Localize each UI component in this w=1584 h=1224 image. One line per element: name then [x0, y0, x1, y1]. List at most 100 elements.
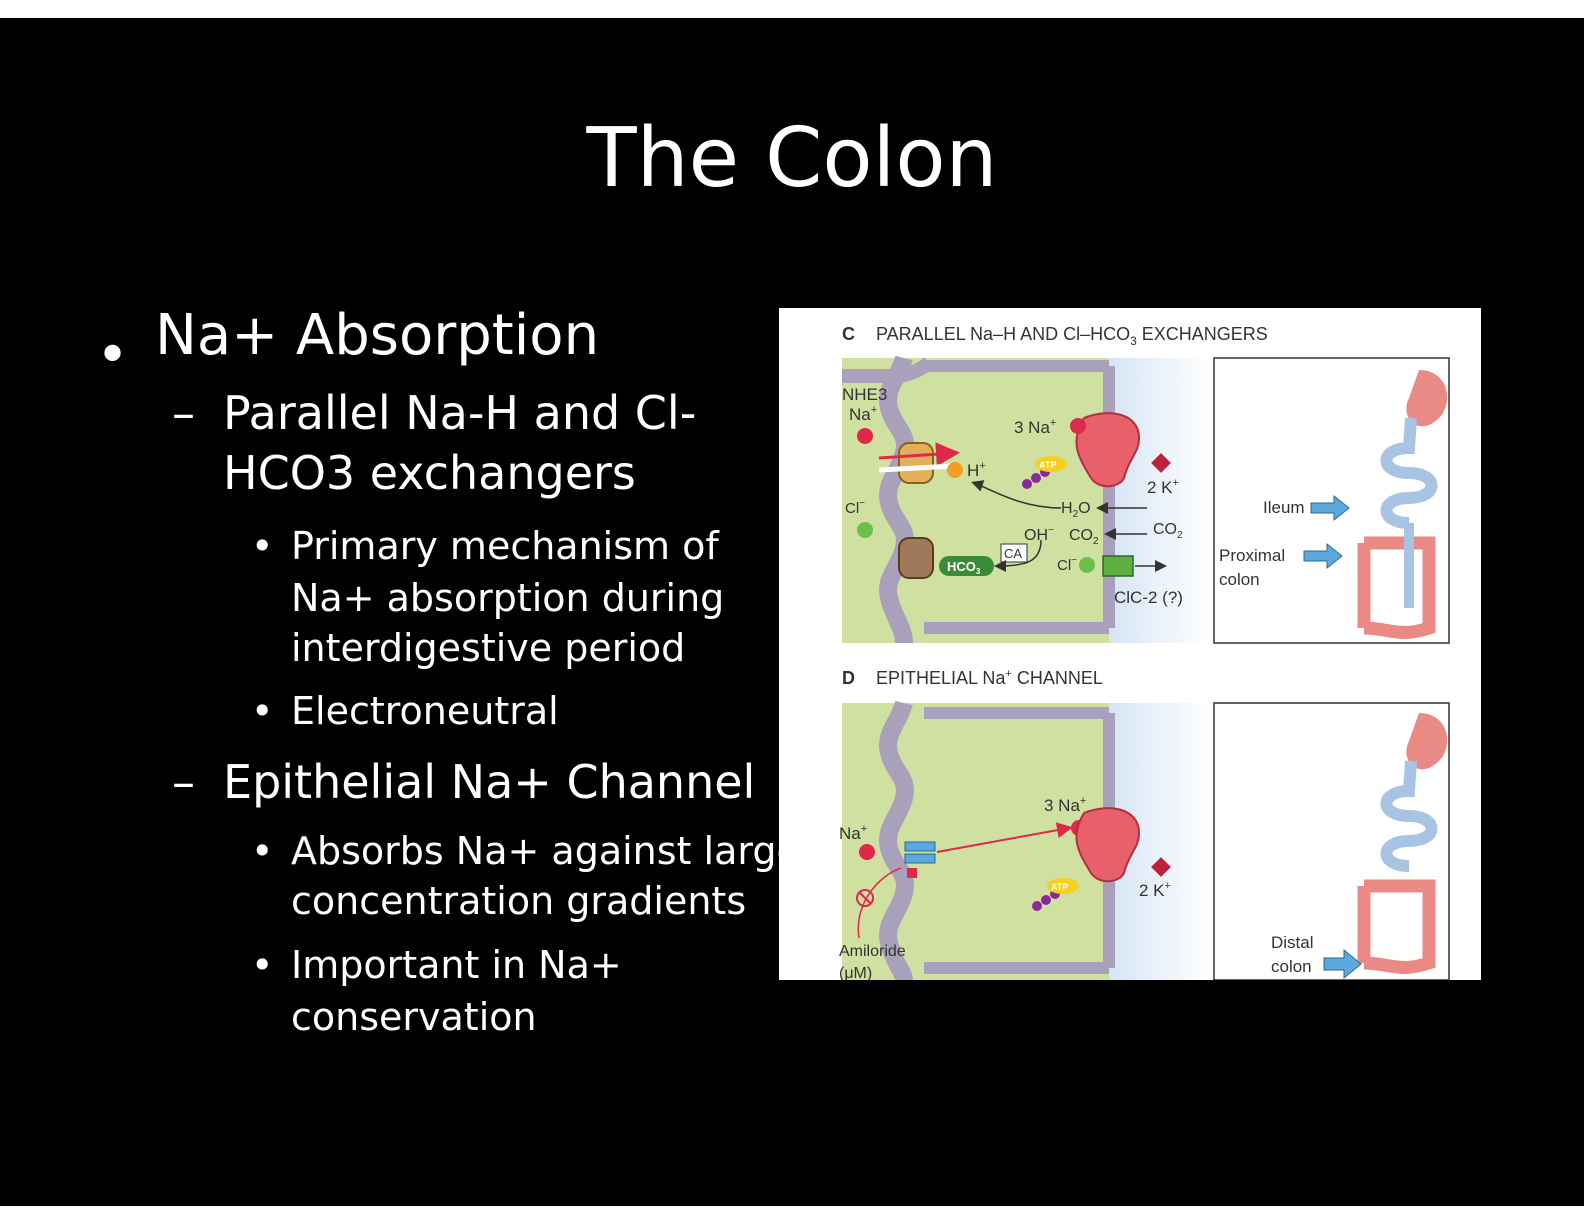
three-na-sup: +: [1050, 417, 1056, 429]
amiloride-arrow: [857, 867, 902, 939]
distal-label-1: Distal: [1271, 933, 1314, 952]
two-k-label-d: 2 K+: [1139, 880, 1171, 900]
h2o-label: H2O: [1061, 500, 1091, 520]
colon-c: [1363, 536, 1436, 639]
bullet-na-absorption: Na+ Absorption: [155, 303, 600, 368]
panel-c-title-sub: 3: [1130, 334, 1137, 348]
apical-membrane: [879, 355, 914, 644]
h-label: H+: [967, 460, 986, 480]
cl-hco3-exchanger: [898, 537, 934, 579]
inhibit-icon-slash: [858, 891, 872, 905]
three-na-label-d: 3 Na+: [1044, 795, 1086, 815]
panel-c-title-pre: PARALLEL Na–H AND Cl–HCO: [876, 324, 1130, 344]
atp-dot-d: [1032, 901, 1042, 911]
nhe3-exchanger: [898, 442, 934, 484]
ca-label: CA: [1004, 546, 1022, 561]
hco3-text: HCO: [947, 559, 976, 574]
co2-sub: 2: [1177, 530, 1183, 541]
k-ion: [1151, 453, 1171, 473]
hco3-arrow: [994, 539, 1042, 572]
distal-label-2: colon: [1271, 957, 1312, 976]
proximal-arrow-icon: [1303, 542, 1343, 570]
panel-d-title-sup: +: [1005, 668, 1011, 680]
slide-title: The Colon: [586, 111, 998, 206]
distal-arrow-icon: [1323, 948, 1362, 980]
dash-icon: –: [172, 386, 195, 440]
co2-text: CO: [1153, 521, 1177, 538]
atp-dot-d: [1041, 895, 1051, 905]
cl-channel-label: Cl−: [1057, 555, 1077, 574]
atp-badge-d: [1047, 878, 1079, 894]
nhe3-label: NHE3: [842, 385, 887, 404]
atp-dot: [1031, 473, 1041, 483]
slide: The Colon • Na+ Absorption – Parallel Na…: [0, 18, 1584, 1206]
atp-label-d: ATP: [1051, 882, 1068, 892]
h-production-arrow: [971, 480, 1062, 509]
small-intestine: [1380, 417, 1438, 529]
na-ion: [857, 428, 873, 444]
bullet-icon: •: [251, 829, 274, 873]
inhibit-icon: [856, 889, 874, 907]
hco3-label: HCO3: [947, 559, 981, 576]
clc2-channel: [1102, 555, 1134, 577]
h2o-o: O: [1078, 500, 1090, 517]
hco3-sub: 3: [976, 567, 981, 576]
panel-c: C PARALLEL Na–H AND Cl–HCO3 EXCHANGERS: [842, 324, 1450, 644]
oh-sup: −: [1048, 525, 1054, 536]
ileum-arrow-icon: [1310, 494, 1350, 522]
colon-d: [1363, 879, 1436, 974]
bullet-icon: •: [251, 689, 274, 733]
h-flux-arrow: [878, 463, 955, 473]
na-label-c: Na+: [849, 404, 877, 424]
cl-sup: −: [859, 498, 865, 509]
item-primary-line2: Na+ absorption during: [291, 576, 725, 620]
co2-blood-label: CO2: [1153, 521, 1183, 541]
dash-icon: –: [172, 755, 195, 809]
two-k-d-text: 2 K: [1139, 881, 1165, 900]
na-d-sup: +: [861, 823, 867, 835]
cl-text: Cl: [845, 500, 859, 517]
colon-transport-figure: C PARALLEL Na–H AND Cl–HCO3 EXCHANGERS: [779, 308, 1481, 980]
item-primary-line3: interdigestive period: [291, 626, 686, 670]
proximal-label-1: Proximal: [1219, 546, 1285, 565]
item-important-line2: conservation: [291, 995, 537, 1039]
enac-channel-top: [904, 841, 936, 852]
bullet-icon: •: [96, 323, 130, 388]
hco3-badge: [939, 556, 994, 576]
three-na-text: 3 Na: [1014, 418, 1050, 437]
panel-d-letter: D: [842, 668, 855, 688]
item-absorbs-line1: Absorbs Na+ against large: [291, 829, 800, 873]
h2o-h: H: [1061, 500, 1073, 517]
ca-box: [1000, 543, 1028, 563]
panel-c-title: PARALLEL Na–H AND Cl–HCO3 EXCHANGERS: [876, 324, 1268, 348]
amiloride-label-1: Amiloride: [839, 943, 906, 960]
cl-label: Cl−: [845, 498, 865, 517]
two-k-sup: +: [1173, 477, 1179, 489]
panel-d-title: EPITHELIAL Na+ CHANNEL: [876, 668, 1103, 688]
bullet-icon: •: [251, 524, 274, 568]
sub-bullet-exchangers-line2: HCO3 exchangers: [223, 446, 636, 500]
na-k-pump-d: [1075, 807, 1141, 883]
enac-channel-bottom: [904, 853, 936, 864]
three-na-d-sup: +: [1080, 795, 1086, 807]
clc2-label: ClC-2 (?): [1114, 588, 1183, 607]
na-k-pump: [1075, 412, 1141, 488]
h-sup: +: [979, 460, 985, 472]
na-sup: +: [871, 404, 877, 416]
two-k-text: 2 K: [1147, 478, 1173, 497]
na-d-text: Na: [839, 824, 861, 843]
na-flux-arrow-d: [936, 822, 1073, 853]
panel-c-letter: C: [842, 324, 855, 344]
three-na-label: 3 Na+: [1014, 417, 1056, 437]
two-k-label: 2 K+: [1147, 477, 1179, 497]
item-primary-line1: Primary mechanism of: [291, 524, 719, 568]
item-electroneutral: Electroneutral: [291, 689, 559, 733]
k-ion-d: [1151, 857, 1171, 877]
na-label-d: Na+: [839, 823, 867, 843]
blood-side: [1109, 358, 1209, 643]
stomach-d: [1406, 713, 1448, 770]
panel-d: D EPITHELIAL Na+ CHANNEL Na+ Amiloride: [839, 668, 1450, 980]
apical-membrane-d: [879, 700, 914, 980]
gi-tract-c: [1357, 370, 1448, 639]
na-ion-d: [859, 844, 875, 860]
